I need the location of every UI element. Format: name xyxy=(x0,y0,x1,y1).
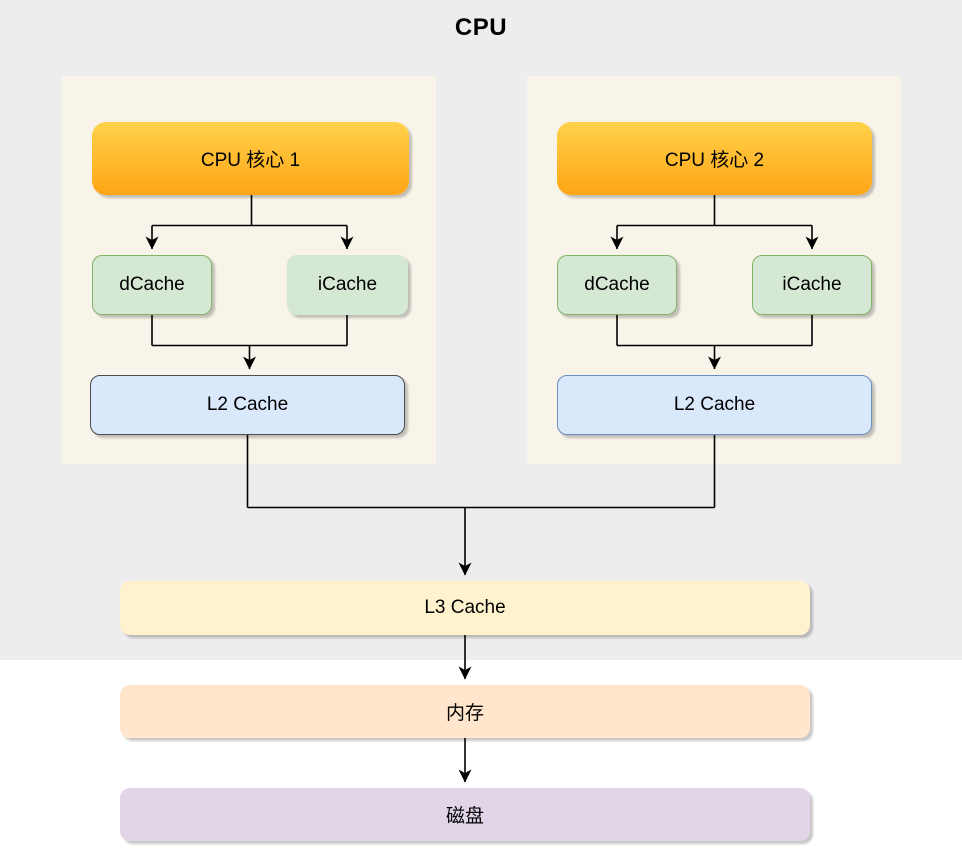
l2-cache-1-node: L2 Cache xyxy=(90,375,405,435)
diagram-title: CPU xyxy=(454,14,508,41)
icache-1-node: iCache xyxy=(287,255,408,315)
icache-2-node: iCache xyxy=(752,255,872,315)
dcache-2-node: dCache xyxy=(557,255,677,315)
l2-cache-2-node: L2 Cache xyxy=(557,375,872,435)
cpu-core-2-node: CPU 核心 2 xyxy=(557,122,872,195)
memory-node: 内存 xyxy=(120,685,810,738)
cpu-core-1-node: CPU 核心 1 xyxy=(92,122,409,195)
dcache-1-node: dCache xyxy=(92,255,212,315)
l3-cache-node: L3 Cache xyxy=(120,581,810,635)
disk-node: 磁盘 xyxy=(120,788,810,841)
